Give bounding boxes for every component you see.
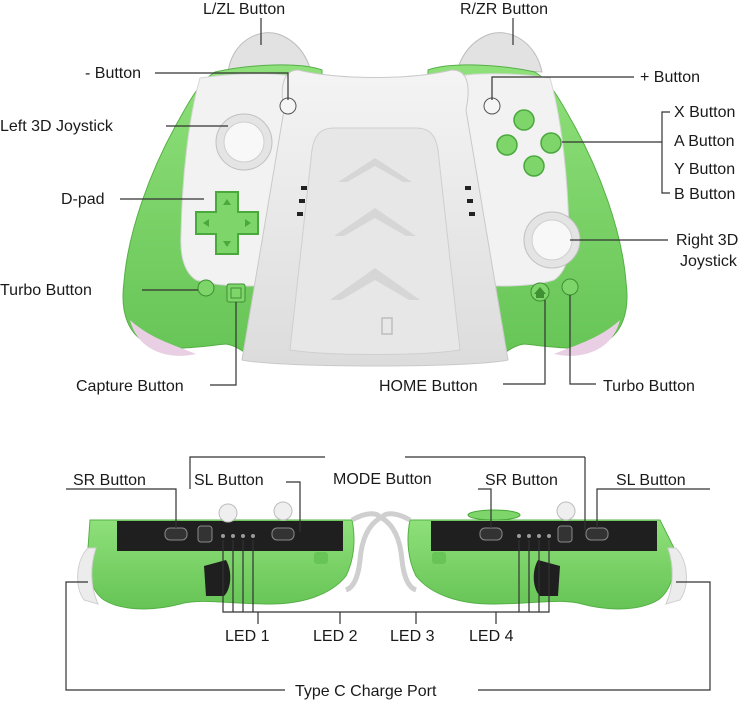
label-turbo-left: Turbo Button	[0, 282, 92, 299]
label-sl-right: SL Button	[616, 472, 686, 489]
label-a: A Button	[674, 133, 735, 150]
front-view-controller	[122, 32, 628, 367]
left-rail-dots	[297, 186, 307, 216]
label-typec: Type C Charge Port	[295, 683, 437, 700]
center-slot-icon	[381, 317, 393, 335]
right-leds	[517, 534, 551, 538]
y-button[interactable]	[496, 134, 518, 156]
left-stick-top	[218, 503, 238, 523]
label-led4: LED 4	[469, 628, 514, 645]
right-rail-dots	[465, 186, 475, 216]
mode-button[interactable]	[197, 525, 213, 543]
dpad[interactable]	[195, 191, 259, 255]
label-sr-right: SR Button	[485, 472, 558, 489]
capture-button[interactable]	[226, 283, 246, 303]
right-trigger	[533, 560, 560, 596]
label-sr-left: SR Button	[73, 472, 146, 489]
left-clip	[344, 511, 384, 593]
label-dpad: D-pad	[61, 191, 105, 208]
label-mode: MODE Button	[333, 471, 432, 488]
label-capture: Capture Button	[76, 378, 184, 395]
chevron-up-2	[334, 208, 416, 236]
left-trigger	[204, 560, 231, 596]
lzl-bumper[interactable]	[227, 32, 311, 73]
right-grip-tip	[554, 320, 620, 356]
label-right-joystick-1: Right 3D	[676, 232, 738, 249]
center-inner-panel	[289, 127, 461, 355]
right-stick-top	[556, 501, 576, 521]
sl-button-left[interactable]	[271, 527, 295, 541]
left-side-white	[77, 547, 99, 605]
label-right-joystick-2: Joystick	[680, 253, 738, 270]
left-rail-panel	[117, 521, 343, 551]
label-rzr: R/ZR Button	[460, 1, 548, 18]
sr-button-right[interactable]	[479, 527, 503, 541]
label-b: B Button	[674, 186, 735, 203]
label-lzl: L/ZL Button	[203, 1, 285, 18]
right-rail-panel	[431, 521, 657, 551]
chevron-up-3	[330, 268, 420, 300]
capture-icon	[230, 287, 242, 299]
label-home: HOME Button	[379, 378, 478, 395]
chevron-up-1	[338, 158, 412, 182]
capture-rail-button	[557, 525, 573, 543]
sr-button-left[interactable]	[164, 527, 188, 541]
turbo-button-left[interactable]	[197, 279, 215, 297]
turbo-button-right[interactable]	[561, 278, 579, 296]
x-button[interactable]	[513, 109, 535, 131]
home-icon	[534, 287, 546, 298]
label-plus: + Button	[640, 69, 700, 86]
label-turbo-right: Turbo Button	[603, 378, 695, 395]
label-sl-left: SL Button	[194, 472, 264, 489]
right-buttons-top	[467, 509, 521, 521]
label-left-joystick: Left 3D Joystick	[0, 118, 114, 135]
label-led3: LED 3	[390, 628, 435, 645]
right-side-white	[665, 547, 687, 605]
dpad-arrows	[203, 199, 251, 247]
right-clip	[378, 511, 418, 593]
sl-button-right[interactable]	[585, 527, 609, 541]
left-leds	[221, 534, 255, 538]
b-button[interactable]	[523, 155, 545, 177]
left-grip-tip	[130, 320, 196, 356]
label-led1: LED 1	[225, 628, 270, 645]
right-joycon-rail-view	[378, 501, 687, 610]
rzr-bumper[interactable]	[457, 32, 543, 73]
top-leader-lines	[120, 18, 670, 386]
a-button[interactable]	[540, 132, 562, 154]
label-minus: - Button	[85, 65, 141, 82]
left-side-bump	[314, 552, 328, 564]
plus-button[interactable]	[483, 97, 501, 115]
bottom-leader-lines	[65, 456, 711, 691]
right-joystick[interactable]	[531, 219, 573, 261]
left-joycon-rail-view	[77, 501, 384, 610]
label-x: X Button	[674, 104, 735, 121]
left-joystick[interactable]	[223, 121, 265, 163]
right-side-bump	[432, 552, 446, 564]
label-led2: LED 2	[313, 628, 358, 645]
minus-button[interactable]	[279, 97, 297, 115]
left-stick-top-2	[273, 501, 293, 521]
label-y: Y Button	[674, 161, 735, 178]
